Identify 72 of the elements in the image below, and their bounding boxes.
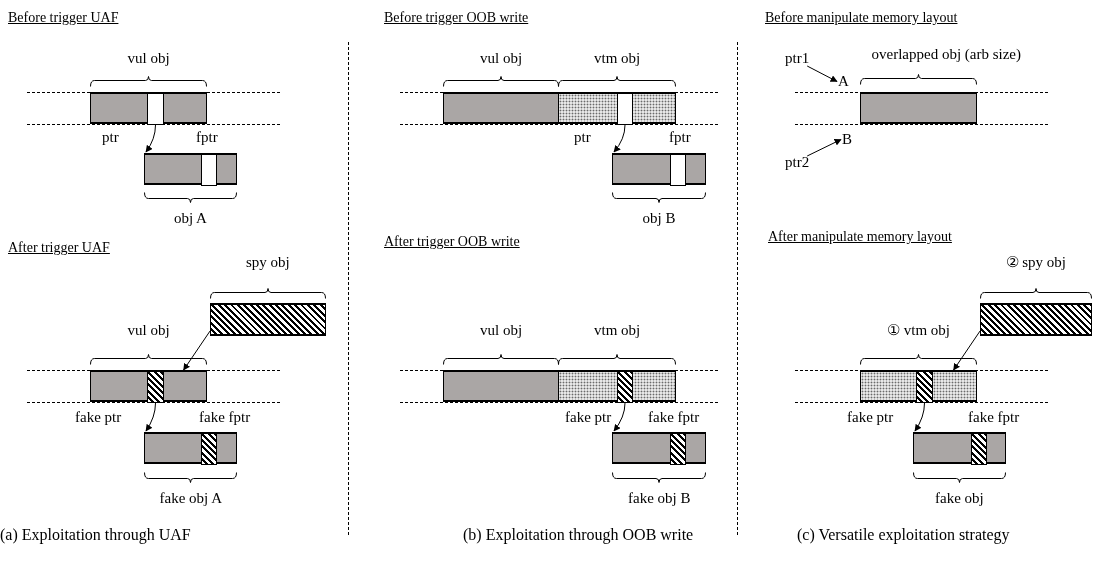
object-label: obj A [174, 210, 207, 227]
arrow [145, 402, 156, 432]
memory-block [144, 432, 237, 464]
object-label: overlapped obj (arb size) [871, 46, 1022, 63]
memory-block [443, 370, 559, 402]
arrow [145, 124, 156, 153]
object-label: vul obj [127, 322, 170, 339]
memory-block [860, 370, 977, 402]
field-label: ptr [574, 129, 591, 146]
section-heading: After trigger UAF [8, 239, 110, 256]
memory-block [980, 303, 1092, 336]
pointer-label: ptr2 [785, 154, 810, 171]
pointer-slot [670, 433, 686, 465]
memory-block [90, 370, 207, 402]
field-label: fake fptr [968, 409, 1020, 426]
arrow [183, 330, 211, 371]
memory-block [144, 153, 237, 185]
memory-block [210, 303, 326, 336]
pointer-label: B [842, 131, 852, 148]
field-label: fake fptr [199, 409, 251, 426]
figure-caption: (a) Exploitation through UAF [0, 526, 191, 543]
memory-block [860, 92, 977, 124]
memory-block [612, 432, 706, 464]
pointer-slot [147, 93, 164, 125]
pointer-slot [617, 93, 633, 125]
field-label: fptr [196, 129, 218, 146]
pointer-label: ptr1 [785, 50, 810, 67]
pointer-slot [971, 433, 987, 465]
field-label: fake fptr [648, 409, 700, 426]
object-label: fake obj A [159, 490, 222, 507]
memory-block [558, 92, 676, 124]
memory-block [90, 92, 207, 124]
memory-block [443, 92, 559, 124]
field-label: fake ptr [75, 409, 122, 426]
arrow [613, 402, 626, 432]
pointer-slot [617, 371, 633, 403]
pointer-slot [147, 371, 164, 403]
memory-block [558, 370, 676, 402]
field-label: fake ptr [565, 409, 612, 426]
pointer-slot [201, 154, 217, 186]
object-label: vul obj [127, 50, 170, 67]
arrow [953, 330, 981, 371]
arrow [806, 139, 842, 157]
section-heading: Before trigger UAF [8, 9, 119, 26]
field-label: ptr [102, 129, 119, 146]
object-label: vtm obj [594, 50, 641, 67]
memory-block [913, 432, 1006, 464]
arrow [914, 402, 925, 432]
field-label: fake ptr [847, 409, 894, 426]
section-heading: After manipulate memory layout [768, 228, 952, 245]
section-heading: After trigger OOB write [384, 233, 520, 250]
field-label: fptr [669, 129, 691, 146]
section-heading: Before manipulate memory layout [765, 9, 958, 26]
object-label: vul obj [480, 50, 523, 67]
object-label: ① vtm obj [887, 322, 950, 339]
arrow [806, 65, 838, 82]
object-label: obj B [642, 210, 676, 227]
pointer-slot [916, 371, 933, 403]
object-label: spy obj [246, 254, 290, 271]
pointer-slot [201, 433, 217, 465]
figure-caption: (c) Versatile exploitation strategy [797, 526, 1010, 543]
memory-block [612, 153, 706, 185]
section-heading: Before trigger OOB write [384, 9, 529, 26]
object-label: fake obj B [628, 490, 691, 507]
arrow [613, 124, 626, 153]
pointer-slot [670, 154, 686, 186]
object-label: vtm obj [594, 322, 641, 339]
object-label: vul obj [480, 322, 523, 339]
object-label: ② spy obj [1005, 254, 1066, 271]
figure-caption: (b) Exploitation through OOB write [463, 526, 694, 543]
pointer-label: A [838, 73, 849, 90]
object-label: fake obj [935, 490, 984, 507]
